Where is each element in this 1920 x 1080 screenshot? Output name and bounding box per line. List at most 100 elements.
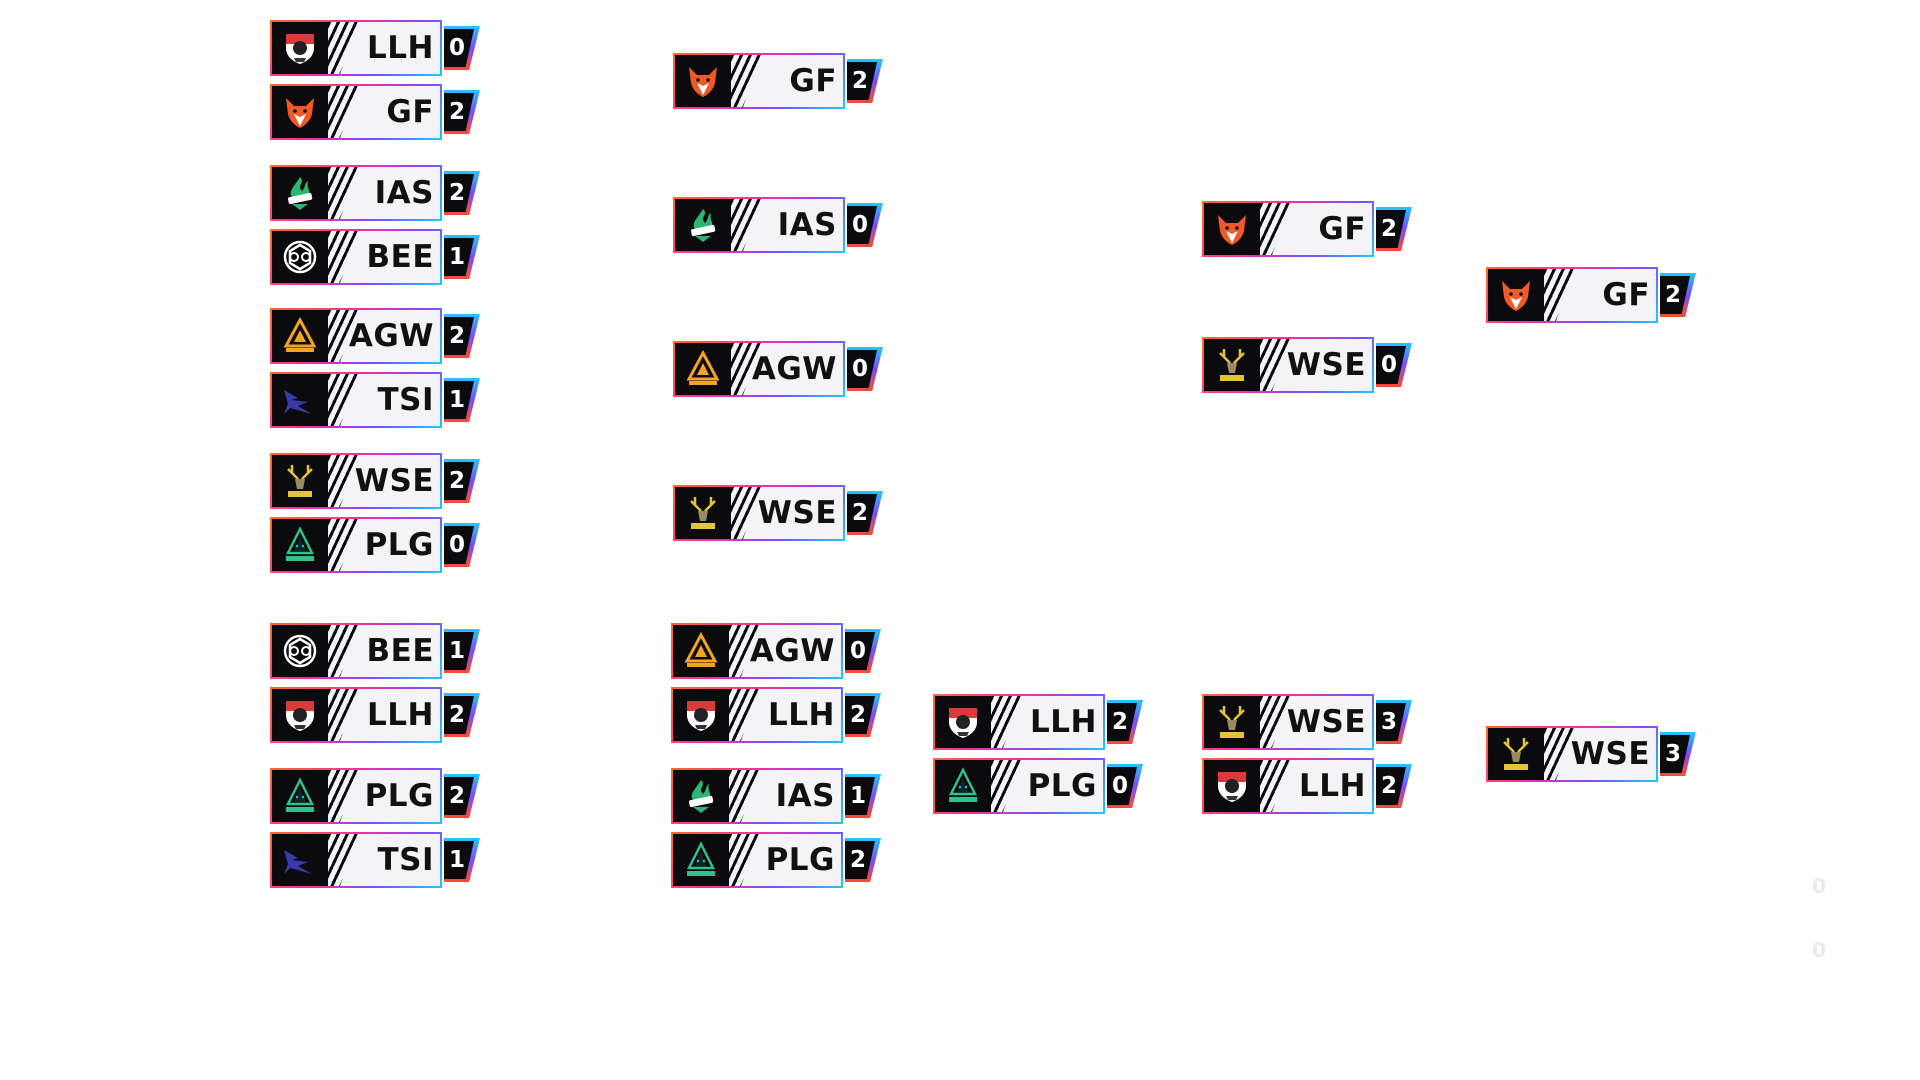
team-score: 2: [1380, 216, 1397, 242]
team-card[interactable]: PLG: [270, 517, 442, 573]
team-score: 2: [448, 468, 465, 494]
team-score: 2: [851, 500, 868, 526]
team-card[interactable]: IAS: [270, 165, 442, 221]
hatch-decoration: [328, 834, 358, 886]
team-slot-bee[interactable]: BEE 1: [270, 623, 484, 681]
team-tag: WSE: [1286, 347, 1366, 383]
team-card[interactable]: TSI: [270, 832, 442, 888]
stag-icon: [1204, 696, 1260, 748]
score-badge: 2: [444, 459, 480, 503]
team-card[interactable]: BEE: [270, 229, 442, 285]
hatch-decoration: [731, 199, 761, 251]
team-card[interactable]: TSI: [270, 372, 442, 428]
team-slot-wse[interactable]: WSE 0: [1202, 337, 1416, 395]
team-slot-llh[interactable]: LLH 2: [270, 687, 484, 745]
team-tag: BEE: [366, 633, 434, 669]
team-slot-wse[interactable]: WSE 2: [270, 453, 484, 511]
team-card[interactable]: AGW: [270, 308, 442, 364]
team-slot-llh[interactable]: LLH 2: [1202, 758, 1416, 816]
ghost-score: 0: [1812, 938, 1826, 962]
team-card[interactable]: LLH: [671, 687, 843, 743]
team-card[interactable]: WSE: [270, 453, 442, 509]
bird-icon: [272, 834, 328, 886]
team-slot-ias[interactable]: IAS 2: [270, 165, 484, 223]
team-card[interactable]: IAS: [673, 197, 845, 253]
team-slot-ias[interactable]: IAS 0: [673, 197, 887, 255]
team-card[interactable]: LLH: [270, 20, 442, 76]
team-slot-plg[interactable]: PLG 2: [270, 768, 484, 826]
team-tag: GF: [386, 94, 434, 130]
team-score: 3: [1664, 741, 1681, 767]
team-card[interactable]: WSE: [1202, 337, 1374, 393]
team-slot-gf[interactable]: GF 2: [673, 53, 887, 111]
team-slot-bee[interactable]: BEE 1: [270, 229, 484, 287]
team-tag: LLH: [1299, 768, 1366, 804]
team-score: 0: [851, 356, 868, 382]
team-card[interactable]: GF: [1486, 267, 1658, 323]
team-slot-plg[interactable]: PLG 0: [270, 517, 484, 575]
team-slot-ias[interactable]: IAS 1: [671, 768, 885, 826]
team-slot-llh[interactable]: LLH 0: [270, 20, 484, 78]
team-card[interactable]: WSE: [673, 485, 845, 541]
team-card[interactable]: WSE: [1202, 694, 1374, 750]
score-badge: 0: [444, 26, 480, 70]
team-card[interactable]: LLH: [1202, 758, 1374, 814]
team-card[interactable]: LLH: [933, 694, 1105, 750]
team-card[interactable]: BEE: [270, 623, 442, 679]
stag-icon: [272, 455, 328, 507]
team-card[interactable]: WSE: [1486, 726, 1658, 782]
team-card[interactable]: PLG: [671, 832, 843, 888]
fox-icon: [675, 55, 731, 107]
team-tag: BEE: [366, 239, 434, 275]
team-slot-wse[interactable]: WSE 2: [673, 485, 887, 543]
team-card[interactable]: GF: [673, 53, 845, 109]
ghost-score: 0: [1812, 874, 1826, 898]
team-card[interactable]: LLH: [270, 687, 442, 743]
team-card[interactable]: PLG: [933, 758, 1105, 814]
team-slot-llh[interactable]: LLH 2: [933, 694, 1147, 752]
hexagon-emblem-icon: [272, 231, 328, 283]
team-score: 2: [1380, 773, 1397, 799]
team-slot-plg[interactable]: PLG 0: [933, 758, 1147, 816]
score-badge: 2: [1376, 764, 1412, 808]
hatch-decoration: [1260, 339, 1290, 391]
team-card[interactable]: IAS: [671, 768, 843, 824]
team-slot-agw[interactable]: AGW 2: [270, 308, 484, 366]
team-slot-tsi[interactable]: TSI 1: [270, 372, 484, 430]
team-tag: IAS: [374, 175, 434, 211]
team-slot-llh[interactable]: LLH 2: [671, 687, 885, 745]
team-card[interactable]: GF: [270, 84, 442, 140]
score-badge: 2: [847, 491, 883, 535]
team-slot-plg[interactable]: PLG 2: [671, 832, 885, 890]
team-score: 2: [1664, 282, 1681, 308]
score-badge: 1: [845, 774, 881, 818]
team-card[interactable]: PLG: [270, 768, 442, 824]
team-score: 0: [448, 532, 465, 558]
team-slot-gf[interactable]: GF 2: [1486, 267, 1700, 325]
score-badge: 2: [1376, 207, 1412, 251]
hatch-decoration: [328, 86, 358, 138]
team-tag: LLH: [768, 697, 835, 733]
afterglow-triangle-icon: [675, 343, 731, 395]
team-card[interactable]: GF: [1202, 201, 1374, 257]
hatch-decoration: [729, 770, 759, 822]
score-badge: 2: [444, 171, 480, 215]
team-slot-agw[interactable]: AGW 0: [671, 623, 885, 681]
team-card[interactable]: AGW: [671, 623, 843, 679]
team-card[interactable]: AGW: [673, 341, 845, 397]
hatch-decoration: [729, 689, 759, 741]
team-score: 2: [849, 847, 866, 873]
team-slot-tsi[interactable]: TSI 1: [270, 832, 484, 890]
team-score: 2: [1111, 709, 1128, 735]
team-slot-wse[interactable]: WSE 3: [1202, 694, 1416, 752]
hatch-decoration: [991, 760, 1021, 812]
team-score: 1: [448, 244, 465, 270]
hooded-figure-icon: [272, 770, 328, 822]
hatch-decoration: [328, 689, 358, 741]
team-slot-agw[interactable]: AGW 0: [673, 341, 887, 399]
hatch-decoration: [1260, 696, 1290, 748]
lion-shield-icon: [272, 689, 328, 741]
team-slot-wse[interactable]: WSE 3: [1486, 726, 1700, 784]
team-slot-gf[interactable]: GF 2: [1202, 201, 1416, 259]
team-slot-gf[interactable]: GF 2: [270, 84, 484, 142]
